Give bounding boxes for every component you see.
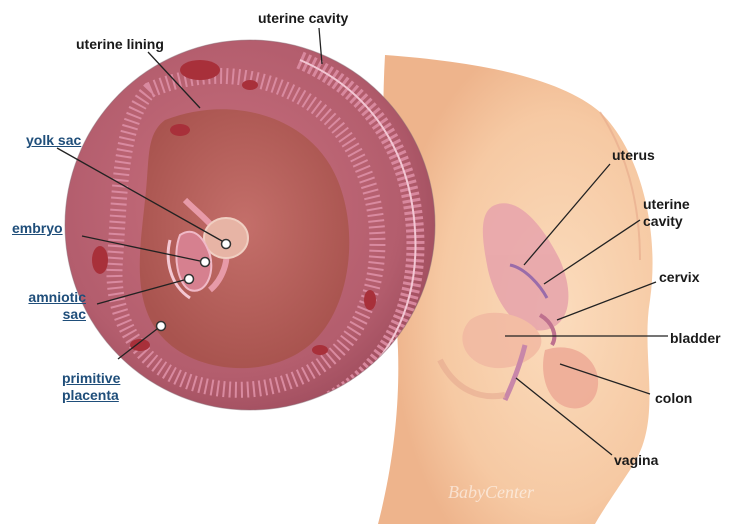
label-uterine-cavity-top: uterine cavity [258, 10, 348, 26]
label-primitive-placenta-line1: primitive [62, 370, 120, 387]
label-uterine-cavity-right-line2: cavity [643, 213, 690, 230]
label-amniotic-sac-line1: amniotic [16, 289, 86, 306]
embryo-marker [201, 258, 210, 267]
label-vagina: vagina [614, 452, 658, 468]
label-colon: colon [655, 390, 692, 406]
label-primitive-placenta[interactable]: primitive placenta [62, 370, 120, 404]
label-embryo[interactable]: embryo [12, 220, 63, 236]
label-yolk-sac[interactable]: yolk sac [26, 132, 81, 148]
label-uterine-cavity-right-line1: uterine [643, 196, 690, 213]
label-cervix: cervix [659, 269, 699, 285]
label-amniotic-sac-line2: sac [16, 306, 86, 323]
brand-watermark: BabyCenter [448, 482, 534, 503]
label-primitive-placenta-line2: placenta [62, 387, 120, 404]
yolk-sac-shape [204, 218, 248, 258]
label-bladder: bladder [670, 330, 721, 346]
yolk-sac-marker [222, 240, 231, 249]
label-uterine-cavity-right: uterine cavity [643, 196, 690, 230]
label-uterus: uterus [612, 147, 655, 163]
label-uterine-lining: uterine lining [76, 36, 164, 52]
primitive-placenta-marker [157, 322, 166, 331]
label-amniotic-sac[interactable]: amniotic sac [16, 289, 86, 323]
amniotic-sac-marker [185, 275, 194, 284]
